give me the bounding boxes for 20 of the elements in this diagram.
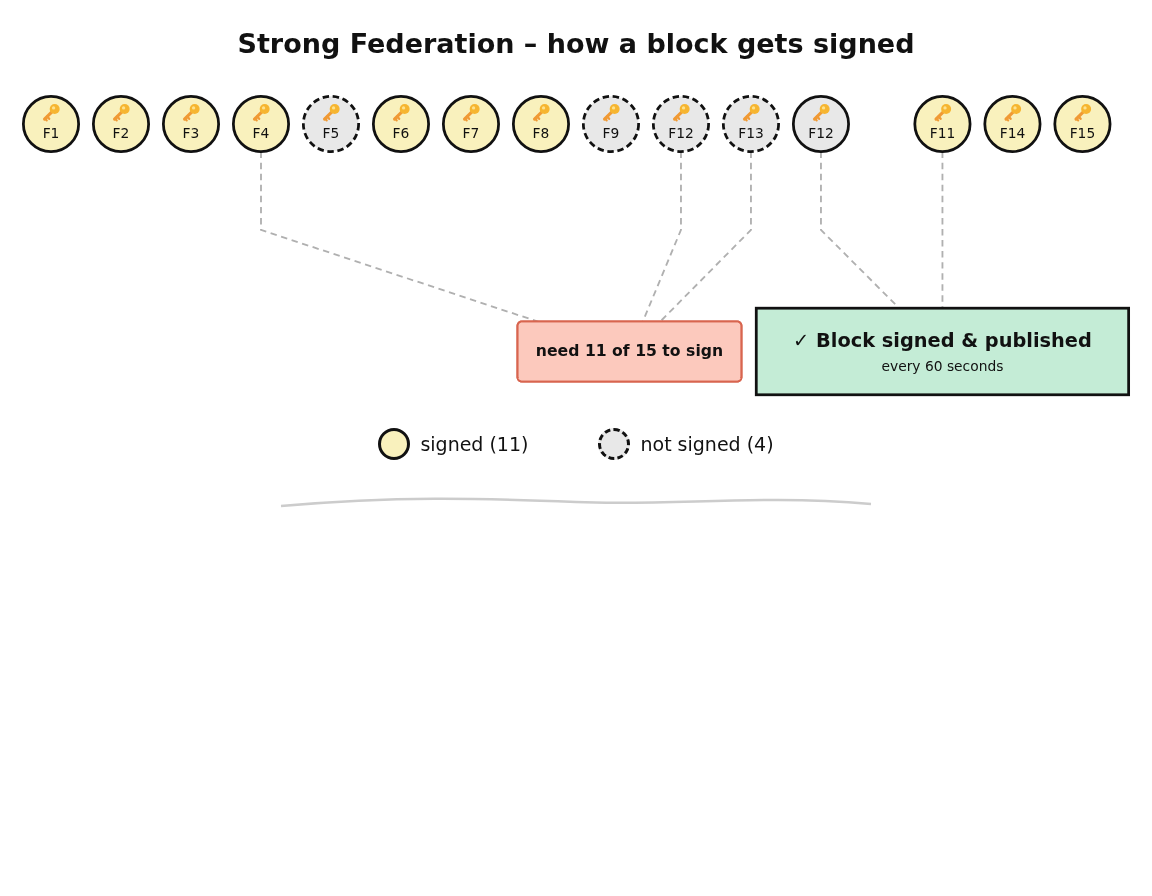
node-circle: F6 (371, 95, 430, 153)
node-circle: F12 (651, 95, 710, 153)
legend-label: not signed (4) (640, 433, 774, 456)
connector (941, 150, 944, 310)
node-circle: F13 (721, 95, 780, 153)
node-circle: F7 (441, 95, 500, 153)
title: Strong Federation – how a block gets signed (237, 28, 915, 59)
node-box: ✓ Block signed & published every 60 seconds (754, 306, 1130, 397)
legend-label: signed (11) (420, 433, 529, 456)
node-circle: F1 (22, 95, 80, 153)
node-circle: F4 (232, 95, 290, 153)
node-circle: F8 (511, 95, 570, 153)
node-circle: F15 (1053, 95, 1112, 153)
node-circle: F3 (162, 95, 220, 153)
node-circle: F11 (913, 95, 972, 153)
node-circle: F9 (581, 95, 640, 153)
node-circle: F5 (302, 95, 360, 153)
node-circle: F2 (92, 95, 150, 153)
node-circle: F14 (983, 95, 1042, 153)
node-circle: F12 (791, 95, 850, 153)
